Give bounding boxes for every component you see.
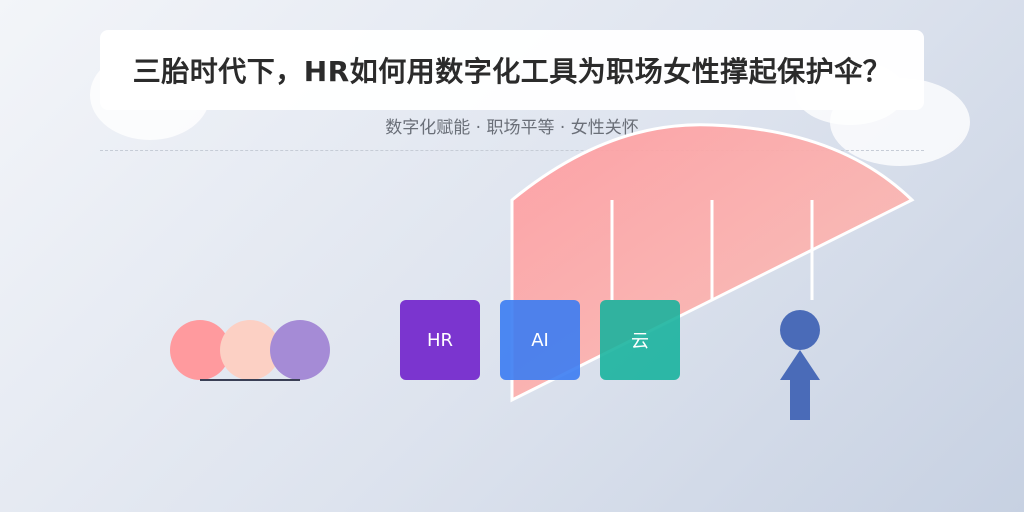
tool-hr-label: HR — [426, 329, 454, 351]
tool-cloud-label: 云 — [631, 331, 649, 352]
page-title: 三胎时代下，HR如何用数字化工具为职场女性撑起保护伞？ — [132, 55, 892, 88]
title-card: 三胎时代下，HR如何用数字化工具为职场女性撑起保护伞？ — [100, 30, 924, 110]
page-subtitle: 数字化赋能 · 职场平等 · 女性关怀 — [385, 118, 639, 138]
tool-hr: HR — [400, 300, 480, 380]
tool-ai: AI — [500, 300, 580, 380]
tool-cloud: 云 — [600, 300, 680, 380]
person-icon — [780, 310, 820, 420]
children-baseline — [200, 379, 300, 381]
tool-ai-label: AI — [531, 329, 549, 351]
child-circle-3 — [270, 320, 330, 380]
dashed-divider — [100, 150, 924, 151]
